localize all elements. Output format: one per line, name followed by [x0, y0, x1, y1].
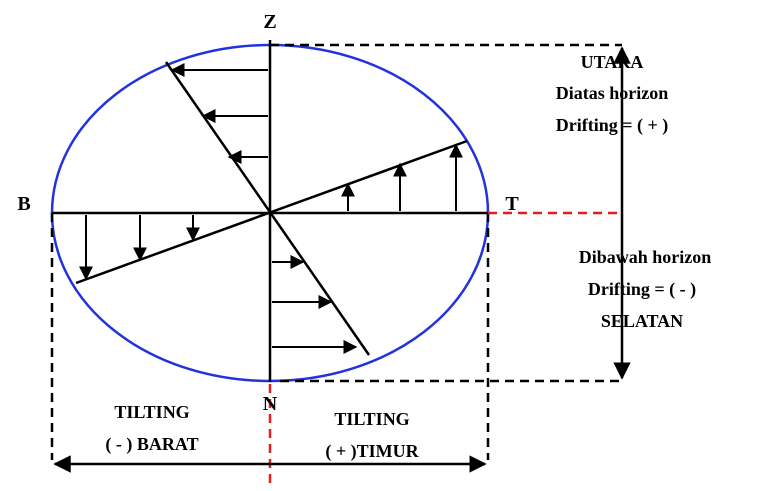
tilting-left-line1: TILTING [114, 402, 189, 422]
nadir-label: N [263, 393, 278, 415]
upper-block-line2: Diatas horizon [556, 83, 669, 103]
arrows-lower-left [79, 215, 200, 281]
east-label: T [505, 193, 519, 215]
arrows-right [341, 143, 463, 211]
lower-block-line3: SELATAN [601, 311, 683, 331]
dashed-guides [50, 43, 622, 460]
tilting-left-line2: ( - ) BARAT [105, 434, 198, 455]
arrows-upper-left [170, 63, 268, 164]
red-dashed-lines [268, 211, 622, 488]
tilted-line-northwest-southeast [164, 61, 371, 356]
upper-block-line3: Drifting = ( + ) [556, 115, 669, 136]
arrows-lower-right [272, 255, 358, 354]
lower-block-line2: Drifting = ( - ) [588, 279, 696, 300]
tilting-right-line2: ( + )TIMUR [325, 441, 419, 462]
west-label: B [17, 193, 30, 215]
tilting-right-line1: TILTING [334, 409, 409, 429]
zenith-label: Z [263, 11, 276, 33]
upper-block-line1: UTARA [581, 52, 644, 72]
lower-block-line1: Dibawah horizon [579, 247, 712, 267]
